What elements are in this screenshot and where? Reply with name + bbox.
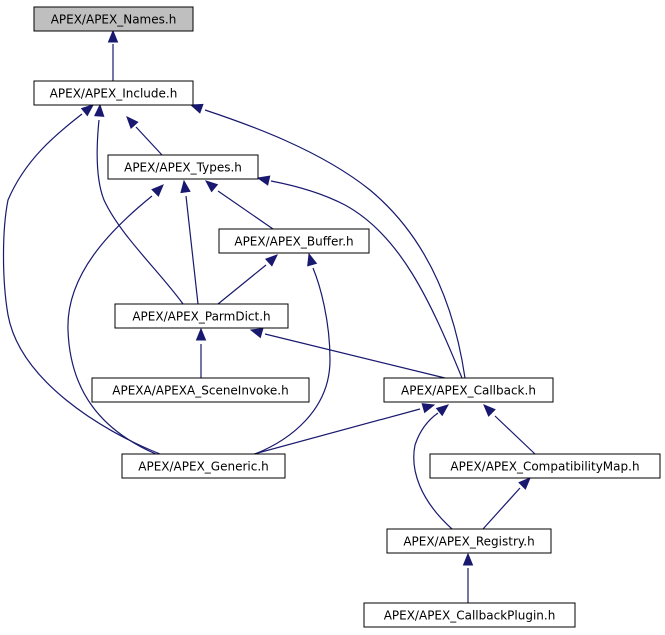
node-apex-callbackplugin[interactable]: APEX/APEX_CallbackPlugin.h (363, 602, 576, 628)
arrowhead-icon (264, 254, 278, 267)
edges-layer (2, 29, 536, 603)
node-label-apex-registry: APEX/APEX_Registry.h (403, 535, 534, 549)
node-apex-buffer[interactable]: APEX/APEX_Buffer.h (218, 228, 370, 254)
node-apex-types[interactable]: APEX/APEX_Types.h (107, 154, 259, 180)
node-apexa-sceneinvoke[interactable]: APEXA/APEXA_SceneInvoke.h (91, 377, 310, 403)
arrowhead-icon (94, 103, 105, 117)
edge-line (494, 415, 536, 455)
edge-callback-to-parmdict (249, 328, 446, 379)
node-label-apex-parmdict: APEX/APEX_ParmDict.h (132, 310, 270, 324)
edge-line (253, 408, 421, 455)
edge-types-to-include (126, 116, 163, 156)
node-apex-compatibilitymap[interactable]: APEX/APEX_CompatibilityMap.h (429, 453, 661, 479)
node-label-apex-callback: APEX/APEX_Callback.h (401, 384, 536, 398)
node-apex-callback[interactable]: APEX/APEX_Callback.h (383, 377, 554, 403)
edge-line (2, 113, 161, 455)
edge-line (217, 264, 267, 305)
node-label-apex-compatibilitymap: APEX/APEX_CompatibilityMap.h (450, 460, 639, 474)
arrowhead-icon (249, 328, 264, 339)
node-apex-parmdict[interactable]: APEX/APEX_ParmDict.h (114, 303, 289, 329)
arrowhead-icon (189, 103, 204, 114)
arrowhead-icon (421, 403, 436, 414)
node-apex-names[interactable]: APEX/APEX_Names.h (33, 6, 194, 32)
node-label-apex-buffer: APEX/APEX_Buffer.h (234, 235, 353, 249)
edge-buffer-to-types (204, 180, 274, 230)
node-label-apex-generic: APEX/APEX_Generic.h (138, 460, 269, 474)
edge-line (67, 195, 157, 455)
node-apex-registry[interactable]: APEX/APEX_Registry.h (386, 528, 552, 554)
edge-generic-to-include (2, 104, 161, 455)
edge-line (135, 126, 163, 156)
arrowhead-icon (204, 180, 219, 193)
arrowhead-icon (126, 116, 139, 130)
edge-parmdict-to-types (180, 179, 199, 305)
edge-sceneinvoke-to-parmdict (195, 327, 207, 378)
node-label-apex-names: APEX/APEX_Names.h (51, 13, 177, 27)
edge-callback-to-types (256, 175, 463, 379)
node-apex-generic[interactable]: APEX/APEX_Generic.h (121, 453, 286, 479)
edge-callbackplugin-to-registry (462, 552, 474, 603)
arrowhead-icon (151, 184, 164, 197)
edge-compat-to-callback (483, 404, 536, 455)
edge-line (264, 333, 446, 379)
node-apex-include[interactable]: APEX/APEX_Include.h (33, 80, 194, 106)
arrowhead-icon (307, 252, 318, 267)
arrowhead-icon (518, 477, 531, 490)
edge-line (96, 119, 184, 305)
arrowhead-icon (483, 404, 496, 417)
edge-line (482, 487, 521, 530)
edge-parmdict-to-include (94, 103, 184, 305)
node-label-apex-types: APEX/APEX_Types.h (124, 161, 242, 175)
arrowhead-icon (80, 104, 95, 117)
arrowhead-icon (256, 175, 271, 186)
node-label-apex-include: APEX/APEX_Include.h (50, 87, 178, 101)
arrowhead-icon (435, 404, 450, 417)
edge-callback-to-include (189, 103, 466, 379)
edge-generic-to-buffer (254, 252, 331, 455)
arrowhead-icon (107, 29, 119, 43)
node-label-apexa-sceneinvoke: APEXA/APEXA_SceneInvoke.h (112, 384, 288, 398)
edge-generic-to-callback (253, 403, 436, 455)
arrowhead-icon (180, 179, 191, 194)
arrowhead-icon (195, 327, 207, 341)
edge-line (185, 195, 199, 305)
edge-line (270, 180, 463, 379)
edge-include-to-names (107, 29, 119, 81)
edge-generic-to-types (67, 184, 164, 455)
edge-line (413, 412, 453, 530)
edge-line (204, 109, 466, 379)
nodes-layer: APEX/APEX_Names.h APEX/APEX_Include.h AP… (33, 6, 661, 628)
edge-registry-to-compat (482, 477, 531, 530)
edge-parmdict-to-buffer (217, 254, 278, 305)
edge-registry-to-callback (413, 404, 453, 530)
arrowhead-icon (462, 552, 474, 566)
node-label-apex-callbackplugin: APEX/APEX_CallbackPlugin.h (384, 609, 556, 623)
edge-line (217, 190, 274, 230)
edge-line (254, 267, 331, 455)
